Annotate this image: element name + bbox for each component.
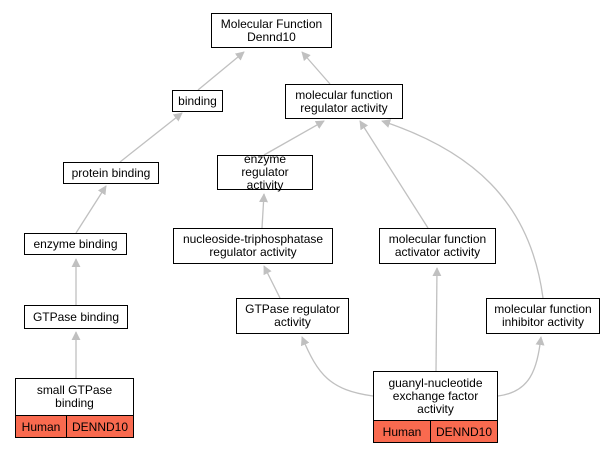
annotation-row: Human DENND10 xyxy=(374,420,497,442)
node-mf-regulator-activity[interactable]: molecular function regulator activity xyxy=(285,84,403,119)
node-label: GTPase binding xyxy=(32,309,120,324)
node-label: binding xyxy=(178,93,217,108)
edge-activator-to-mfregulator xyxy=(359,120,429,229)
node-label: GTPase regulator activity xyxy=(245,302,340,329)
node-label: molecular function activator activity xyxy=(388,232,487,259)
edge-gnef-to-activator xyxy=(432,267,442,372)
node-label: Molecular Function Dennd10 xyxy=(220,16,323,44)
gene-cell[interactable]: DENND10 xyxy=(430,421,497,442)
node-enzyme-binding[interactable]: enzyme binding xyxy=(24,233,127,255)
node-label: nucleoside-triphosphatase regulator acti… xyxy=(182,232,324,259)
species-cell: Human xyxy=(374,421,430,442)
node-small-gtpase-binding[interactable]: small GTPase binding Human DENND10 xyxy=(15,378,134,438)
edge-inhibitor-to-mfregulator xyxy=(381,119,544,299)
edge-gnef-to-inhibitor xyxy=(497,336,545,397)
node-label: molecular function inhibitor activity xyxy=(494,302,592,329)
node-label: enzyme binding xyxy=(33,236,118,251)
node-label: molecular function regulator activity xyxy=(295,87,393,115)
node-gtpase-binding[interactable]: GTPase binding xyxy=(24,305,128,329)
node-molecular-function-root[interactable]: Molecular Function Dennd10 xyxy=(211,13,332,48)
node-mf-activator-activity[interactable]: molecular function activator activity xyxy=(379,228,496,264)
edge-gtpaseregulator-to-ntpregulator xyxy=(263,265,281,299)
node-label: guanyl-nucleotide exchange factor activi… xyxy=(388,375,483,416)
edge-mfregulator-to-root xyxy=(301,51,331,85)
gene-cell[interactable]: DENND10 xyxy=(66,416,133,437)
edge-enzymeregulator-to-mfregulator xyxy=(263,120,325,156)
node-enzyme-regulator-activity[interactable]: enzyme regulator activity xyxy=(217,152,313,192)
edge-binding-to-root xyxy=(197,51,245,91)
edge-enzymebinding-to-proteinbinding xyxy=(75,185,107,234)
node-binding[interactable]: binding xyxy=(172,90,223,112)
node-guanyl-nucleotide-exchange-factor[interactable]: guanyl-nucleotide exchange factor activi… xyxy=(373,371,498,443)
edge-ntpregulator-to-enzymeregulator xyxy=(259,193,269,229)
edge-gnef-to-gtpaseregulator xyxy=(300,336,374,397)
node-ntp-regulator-activity[interactable]: nucleoside-triphosphatase regulator acti… xyxy=(173,228,333,264)
node-mf-inhibitor-activity[interactable]: molecular function inhibitor activity xyxy=(486,298,600,334)
node-label: protein binding xyxy=(71,165,151,180)
edge-proteinbinding-to-binding xyxy=(119,112,183,163)
node-label: enzyme regulator activity xyxy=(241,152,289,192)
node-protein-binding[interactable]: protein binding xyxy=(63,162,159,184)
node-label: small GTPase binding xyxy=(36,383,113,410)
node-gtpase-regulator-activity[interactable]: GTPase regulator activity xyxy=(236,298,349,334)
species-cell: Human xyxy=(16,416,66,437)
annotation-row: Human DENND10 xyxy=(16,415,133,437)
